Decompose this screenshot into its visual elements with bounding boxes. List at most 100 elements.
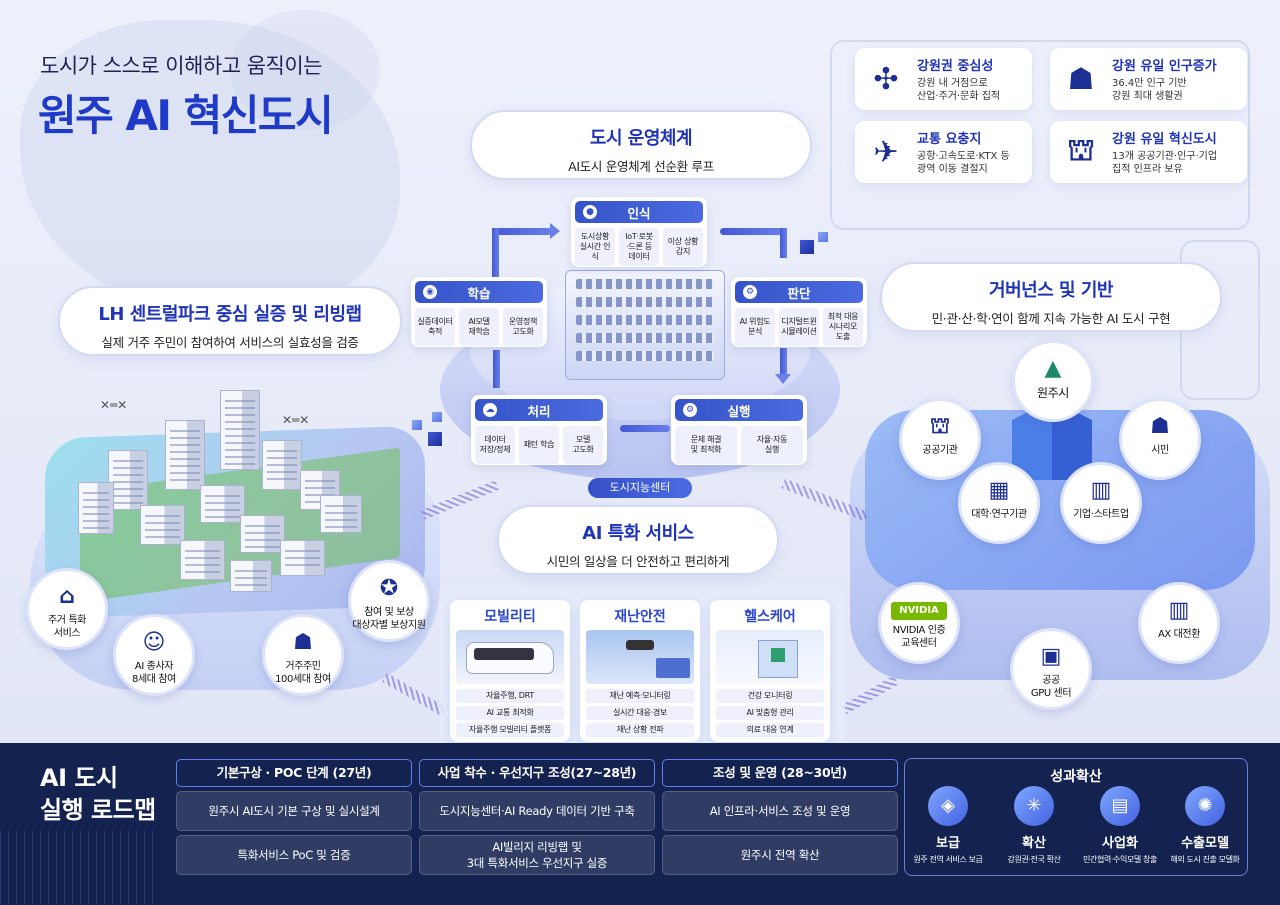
arrow-head xyxy=(775,374,791,384)
circle-label: 참여 및 보상 대상자별 보상지원 xyxy=(352,607,426,631)
service-card-healthcare: 헬스케어 건강 모니터링 AI 맞춤형 관리 의료 대응 연계 xyxy=(710,600,830,742)
arrow-head xyxy=(550,223,560,239)
gov-circle-university: ▦ 대학·연구기관 xyxy=(958,462,1040,544)
wonju-logo-icon: ▲ xyxy=(1044,356,1062,381)
gov-title: 거버넌스 및 기반 xyxy=(989,280,1113,301)
stat-desc: 강원 내 거점으로 xyxy=(917,77,988,89)
phase-item: 원주시 전역 확산 xyxy=(662,835,898,875)
lh-title: LH 센트럴파크 중심 실증 및 리빙랩 xyxy=(98,304,362,325)
phase-header: 기본구상 · POC 단계 (27년) xyxy=(176,759,412,787)
outcome-item-desc: 해외 도시 진출 모델화 xyxy=(1170,855,1240,864)
service-title: 모빌리티 xyxy=(484,609,536,625)
connector-line xyxy=(841,675,899,715)
globe-icon: ✺ xyxy=(1185,786,1225,826)
phase-item: 원주시 AI도시 기본 구상 및 실시설계 xyxy=(176,791,412,831)
loop-arrow xyxy=(620,425,670,432)
outcome-box xyxy=(904,758,1248,876)
lh-circle-housing-service: ⌂ 주거 특화 서비스 xyxy=(26,568,108,650)
cubes-icon: ◈ xyxy=(928,786,968,826)
roadmap-title: AI 도시 실행 로드맵 xyxy=(40,762,156,827)
outcome-item-desc: 강원권·전국 확산 xyxy=(1007,855,1061,864)
card-item: 운영정책 고도화 xyxy=(503,308,543,346)
service-item: 자율주행, DRT xyxy=(456,689,564,703)
gov-subtitle: 민·관·산·학·연이 함께 지속 가능한 AI 도시 구현 xyxy=(931,311,1171,326)
gov-circle-public-institution: ⛫ 공공기관 xyxy=(899,398,981,480)
apartment-building xyxy=(230,560,272,592)
service-title: 헬스케어 xyxy=(744,609,796,625)
circle-label: AX 대전환 xyxy=(1157,629,1201,640)
stat-card-centrality: ✣ 강원권 중심성 강원 내 거점으로 산업·주거·문화 집적 xyxy=(855,48,1032,110)
circle-label: 원주시 xyxy=(1037,386,1069,400)
card-item: AI 위험도 분석 xyxy=(735,308,775,346)
gov-circle-nvidia: NVIDIA NVIDIA 인증 교육센터 xyxy=(878,582,960,664)
lh-circle-reward: ✪ 참여 및 보상 대상자별 보상지원 xyxy=(348,560,430,642)
loop-arrow xyxy=(492,228,552,235)
nvidia-logo-icon: NVIDIA xyxy=(891,602,947,620)
circle-label: 시민 xyxy=(1151,445,1169,456)
circle-label: 공공기관 xyxy=(922,445,958,456)
outcome-item-distribution: ◈ 보급 원주 전역 서비스 보급 xyxy=(905,786,991,865)
connector-line xyxy=(382,673,448,717)
gpu-icon: ▣ xyxy=(1040,644,1062,669)
card-title: 학습 xyxy=(467,285,491,301)
outcome-item-export-model: ✺ 수출모델 해외 도시 진출 모델화 xyxy=(1162,786,1248,865)
cross-arrows-icon: ✣ xyxy=(873,61,899,97)
lh-circle-residents: ☗ 거주주민 100세대 참여 xyxy=(262,614,344,696)
card-item: AI모델 재학습 xyxy=(459,308,499,346)
house-alert-icon: ⌂ xyxy=(59,584,75,609)
people-icon: ☗ xyxy=(1067,61,1095,97)
public-institution-icon: ⛫ xyxy=(929,414,951,439)
apartment-building xyxy=(108,450,148,510)
decorative-cube xyxy=(800,240,814,254)
residents-icon: ☗ xyxy=(293,630,313,655)
stat-desc: 13개 공공기관·인구·기업 xyxy=(1112,150,1218,162)
outcome-item-title: 사업화 xyxy=(1102,836,1138,851)
apartment-building xyxy=(240,515,285,553)
decorative-cube xyxy=(818,232,828,242)
stat-title: 강원권 중심성 xyxy=(917,58,994,74)
background-map-shape xyxy=(20,20,400,320)
ai-worker-icon: ☺ xyxy=(142,630,166,655)
citizens-icon: ☗ xyxy=(1150,414,1170,439)
decorative-cube xyxy=(432,412,442,422)
card-item: 최적 대응 시나리오 도출 xyxy=(823,308,863,346)
card-item: 패턴 학습 xyxy=(519,426,559,464)
apartment-building xyxy=(320,495,362,533)
loop-card-judge: ⚙판단 AI 위험도 분석 디지털트윈 시뮬레이션 최적 대응 시나리오 도출 xyxy=(731,277,867,347)
roadmap-title-line: 실행 로드맵 xyxy=(40,796,156,825)
loop-arrow xyxy=(780,228,787,258)
loop-arrow xyxy=(720,228,786,235)
card-item: 실증데이터 축적 xyxy=(415,308,455,346)
drone-monitoring-image xyxy=(586,630,694,684)
roadmap-section xyxy=(0,743,1280,905)
lh-header: LH 센트럴파크 중심 실증 및 리빙랩 실제 거주 주민이 참여하여 서비스의… xyxy=(58,286,402,356)
cloud-icon: ☁ xyxy=(483,403,497,417)
apartment-building xyxy=(78,482,114,534)
stat-desc: 산업·주거·문화 집적 xyxy=(917,91,1001,102)
apartment-building xyxy=(200,485,245,523)
stat-desc: 공항·고속도로·KTX 등 xyxy=(917,150,1010,162)
loop-card-process: ☁처리 데이터 저장/정제 패턴 학습 모델 고도화 xyxy=(471,395,607,465)
stat-desc: 집적 인프라 보유 xyxy=(1112,164,1183,175)
gear-icon: ⚙ xyxy=(743,285,757,299)
drone-icon: ✕═✕ xyxy=(282,413,310,427)
background-map-shape xyxy=(230,10,380,130)
apartment-building xyxy=(220,390,260,470)
loop-arrow xyxy=(780,348,787,376)
roadmap-title-line: AI 도시 xyxy=(40,764,118,792)
loop-arrow xyxy=(492,228,499,278)
outcome-item-desc: 민간협력·수익모델 창출 xyxy=(1083,855,1157,864)
ai-service-title: AI 특화 서비스 xyxy=(582,523,694,544)
airplane-icon: ✈ xyxy=(873,134,899,170)
service-item: 자율주행 모빌리티 플랫폼 xyxy=(456,723,564,737)
stat-title: 강원 유일 혁신도시 xyxy=(1112,131,1217,147)
service-item: AI 교통 최적화 xyxy=(456,706,564,720)
circle-label: 대학·연구기관 xyxy=(971,509,1027,520)
loop-arrow xyxy=(493,350,500,388)
gov-circle-ax: ▥ AX 대전환 xyxy=(1138,582,1220,664)
ai-service-header: AI 특화 서비스 시민의 일상을 더 안전하고 편리하게 xyxy=(497,505,779,575)
company-icon: ▥ xyxy=(1090,478,1112,503)
service-item: 건강 모니터링 xyxy=(716,689,824,703)
outcome-item-title: 수출모델 xyxy=(1181,836,1229,851)
stat-title: 강원 유일 인구증가 xyxy=(1112,58,1217,74)
